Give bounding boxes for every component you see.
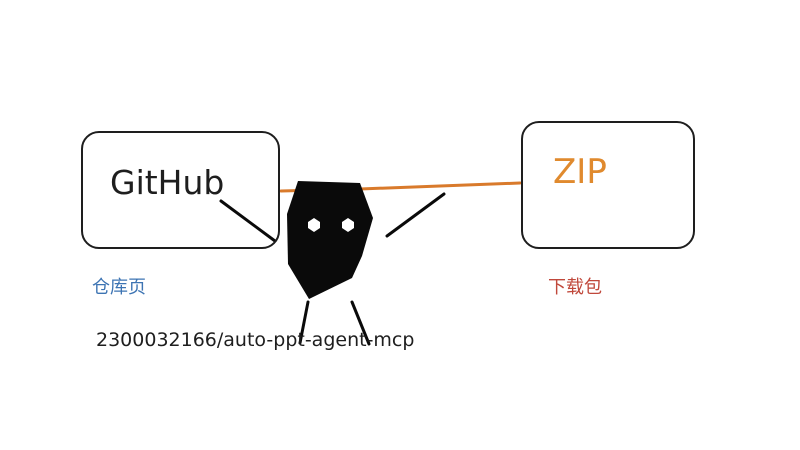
zip-box xyxy=(521,121,695,249)
mascot-left-eye xyxy=(308,218,320,232)
github-box xyxy=(81,131,280,249)
mascot-right-eye xyxy=(342,218,354,232)
mascot-right-leg xyxy=(350,300,371,346)
zip-box-caption: 下载包 xyxy=(548,277,602,298)
github-box-caption: 仓库页 xyxy=(92,277,146,298)
mascot-right-arm xyxy=(385,192,446,238)
mascot-left-leg xyxy=(298,300,310,345)
repo-path-label: 2300032166/auto-ppt-agent-mcp xyxy=(96,329,415,351)
github-box-title: GitHub xyxy=(110,163,225,202)
mascot-body xyxy=(287,181,373,299)
zip-box-title: ZIP xyxy=(553,152,607,192)
